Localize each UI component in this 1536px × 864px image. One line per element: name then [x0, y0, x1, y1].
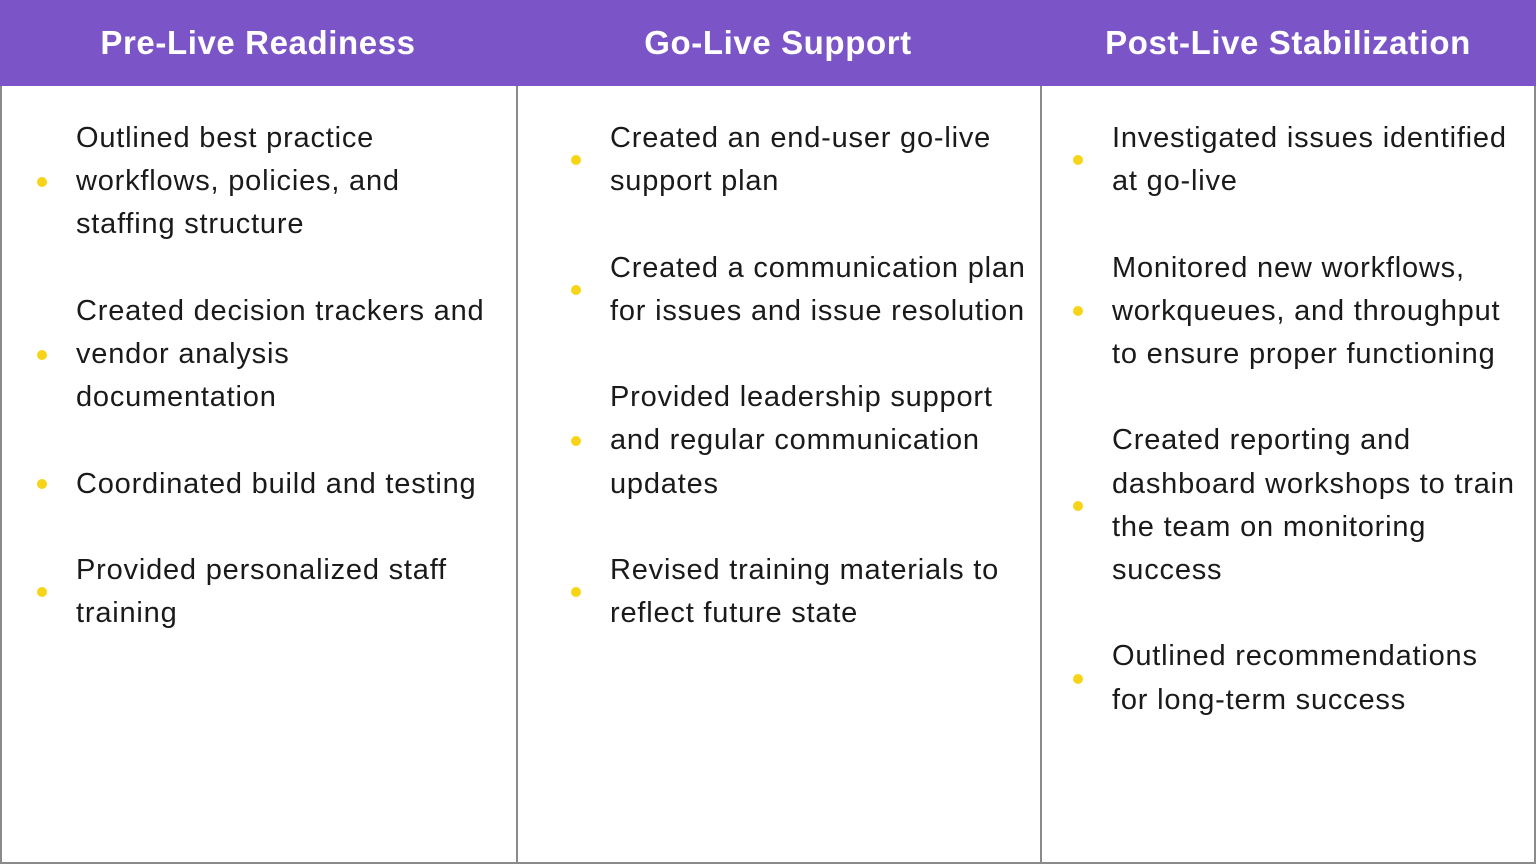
- list-item: Created a communication plan for issues …: [571, 247, 1030, 333]
- list-item: Provided leadership support and regular …: [571, 376, 1030, 506]
- bullet-dot-icon: [37, 587, 47, 598]
- bullet-list: Investigated issues identified at go-liv…: [1073, 117, 1516, 765]
- list-item-text: Revised training materials to reflect fu…: [610, 553, 1000, 630]
- list-item-text: Coordinated build and testing: [76, 467, 477, 500]
- list-item-text: Created a communication plan for issues …: [610, 251, 1026, 327]
- list-item: Outlined best practice workflows, polici…: [37, 117, 496, 247]
- list-item: Revised training materials to reflect fu…: [571, 549, 1030, 635]
- list-item: Created reporting and dashboard workshop…: [1073, 419, 1516, 592]
- list-item: Provided personalized staff training: [37, 549, 496, 635]
- bullet-dot-icon: [1073, 673, 1083, 684]
- table-body: Outlined best practice workflows, polici…: [0, 86, 1536, 864]
- bullet-dot-icon: [571, 435, 581, 446]
- list-item-text: Provided leadership support and regular …: [610, 381, 993, 500]
- bullet-dot-icon: [571, 155, 581, 166]
- bullet-dot-icon: [571, 587, 581, 598]
- list-item-text: Monitored new workflows, workqueues, and…: [1112, 251, 1501, 370]
- list-item: Outlined recommendations for long-term s…: [1073, 635, 1516, 721]
- list-item-text: Investigated issues identified at go-liv…: [1112, 122, 1507, 198]
- list-item: Investigated issues identified at go-liv…: [1073, 117, 1516, 203]
- bullet-dot-icon: [1073, 155, 1083, 166]
- list-item-text: Created an end-user go-live support plan: [610, 122, 992, 198]
- column-post-live: Investigated issues identified at go-liv…: [1040, 86, 1534, 862]
- column-title-pre-live: Pre-Live Readiness: [100, 24, 416, 61]
- bullet-dot-icon: [571, 284, 581, 295]
- list-item-text: Outlined recommendations for long-term s…: [1112, 640, 1478, 716]
- list-item-text: Outlined best practice workflows, polici…: [76, 122, 400, 241]
- bullet-dot-icon: [1073, 306, 1083, 317]
- bullet-list: Outlined best practice workflows, polici…: [37, 117, 496, 679]
- bullet-dot-icon: [37, 349, 47, 360]
- bullet-dot-icon: [37, 479, 47, 490]
- list-item-text: Created decision trackers and vendor ana…: [76, 294, 485, 414]
- list-item: Created decision trackers and vendor ana…: [37, 290, 496, 420]
- column-title-go-live: Go-Live Support: [644, 24, 912, 61]
- list-item: Coordinated build and testing: [37, 463, 496, 506]
- column-title-post-live: Post-Live Stabilization: [1105, 24, 1471, 61]
- list-item: Monitored new workflows, workqueues, and…: [1073, 247, 1516, 377]
- list-item-text: Created reporting and dashboard workshop…: [1112, 424, 1515, 586]
- bullet-list: Created an end-user go-live support plan…: [571, 117, 1030, 679]
- list-item: Created an end-user go-live support plan: [571, 117, 1030, 203]
- header-row: Pre-Live Readiness Go-Live Support Post-…: [0, 0, 1536, 86]
- bullet-dot-icon: [37, 176, 47, 187]
- bullet-dot-icon: [1073, 500, 1083, 511]
- list-item-text: Provided personalized staff training: [76, 553, 447, 630]
- column-go-live: Created an end-user go-live support plan…: [516, 86, 1040, 862]
- column-pre-live: Outlined best practice workflows, polici…: [2, 86, 516, 862]
